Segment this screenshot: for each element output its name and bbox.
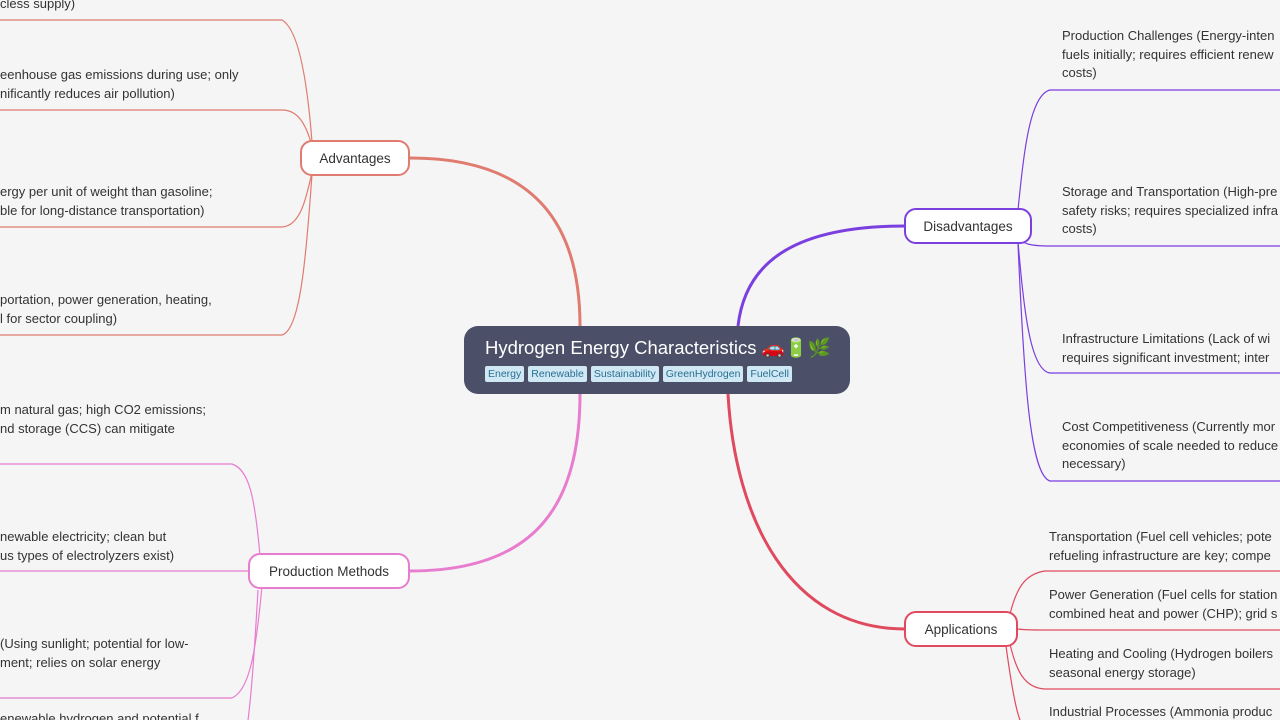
advantage-leaf-2[interactable]: eenhouse gas emissions during use; only … <box>0 67 239 101</box>
application-leaf-1[interactable]: Transportation (Fuel cell vehicles; pote… <box>1049 529 1272 563</box>
production-leaf-4[interactable]: enewable hydrogen and potential f <box>0 711 199 720</box>
connector-dis-4 <box>1017 243 1280 482</box>
disadvantage-leaf-2[interactable]: Storage and Transportation (High-pre saf… <box>1062 184 1279 236</box>
connector-adv-4 <box>0 173 313 336</box>
production-leaf-1[interactable]: m natural gas; high CO2 emissions; nd st… <box>0 402 206 436</box>
branch-production-methods[interactable]: Production Methods <box>248 553 410 589</box>
root-tag-list: Energy Renewable Sustainability GreenHyd… <box>485 366 830 382</box>
connector-root-advantages <box>409 156 582 327</box>
tag-fuelcell[interactable]: FuelCell <box>747 366 792 382</box>
tag-renewable[interactable]: Renewable <box>528 366 587 382</box>
connector-app-2 <box>1017 628 1280 631</box>
application-leaf-2[interactable]: Power Generation (Fuel cells for station… <box>1049 587 1278 621</box>
root-title: Hydrogen Energy Characteristics 🚗🔋🌿 <box>485 337 831 358</box>
connector-adv-1 <box>0 19 313 143</box>
branch-applications[interactable]: Applications <box>904 611 1018 647</box>
disadvantage-leaf-1[interactable]: Production Challenges (Energy-inten fuel… <box>1062 28 1275 80</box>
disadvantage-leaf-4[interactable]: Cost Competitiveness (Currently mor econ… <box>1062 419 1279 471</box>
connector-root-production <box>409 393 582 573</box>
tag-energy[interactable]: Energy <box>485 366 525 382</box>
branch-advantages[interactable]: Advantages <box>300 140 410 176</box>
production-leaf-3[interactable]: (Using sunlight; potential for low- ment… <box>0 636 189 670</box>
connector-root-disadvantages <box>736 224 906 327</box>
connector-dis-2 <box>1017 237 1280 247</box>
production-leaf-2[interactable]: newable electricity; clean but us types … <box>0 529 175 563</box>
connector-root-applications <box>726 393 906 631</box>
root-node[interactable]: Hydrogen Energy Characteristics 🚗🔋🌿 Ener… <box>464 326 850 394</box>
application-leaf-4[interactable]: Industrial Processes (Ammonia produc <box>1049 704 1273 719</box>
tag-sustainability[interactable]: Sustainability <box>590 366 659 382</box>
advantage-leaf-3[interactable]: ergy per unit of weight than gasoline; b… <box>0 184 213 218</box>
tag-greenhydrogen[interactable]: GreenHydrogen <box>662 366 744 382</box>
advantage-leaf-1[interactable]: cless supply) <box>0 0 76 11</box>
connector-prod-3 <box>0 585 263 699</box>
connector-prod-1 <box>0 463 261 557</box>
advantage-leaf-4[interactable]: portation, power generation, heating, l … <box>0 292 212 326</box>
branch-disadvantages[interactable]: Disadvantages <box>904 208 1032 244</box>
connector-app-4 <box>1005 645 1021 720</box>
connector-adv-3 <box>0 171 313 228</box>
application-leaf-3[interactable]: Heating and Cooling (Hydrogen boilers se… <box>1049 646 1274 680</box>
disadvantage-leaf-3[interactable]: Infrastructure Limitations (Lack of wi r… <box>1062 331 1271 365</box>
connector-adv-2 <box>0 109 313 147</box>
connector-app-3 <box>1009 643 1280 690</box>
connector-dis-1 <box>1017 89 1280 211</box>
connector-app-1 <box>1009 570 1280 615</box>
connector-prod-4 <box>247 589 259 720</box>
connector-dis-3 <box>1017 241 1280 374</box>
